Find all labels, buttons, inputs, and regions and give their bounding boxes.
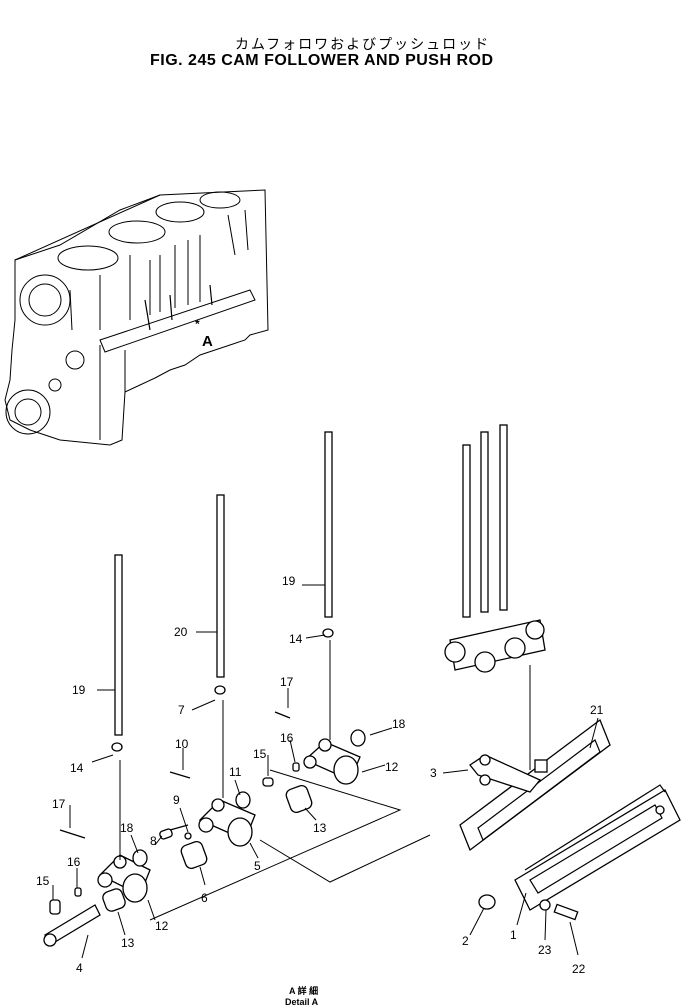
callout-3: 3 [430, 766, 437, 780]
detail-caption-en: Detail A [285, 997, 319, 1007]
callout-4: 4 [76, 961, 83, 975]
callout-18-left: 18 [120, 821, 134, 835]
bolt-22 [553, 903, 579, 921]
callout-12-right: 12 [385, 760, 399, 774]
washer-23 [539, 899, 551, 911]
callout-20: 20 [174, 625, 188, 639]
breather-pipe [469, 754, 542, 793]
detail-caption-jp: A 詳 細 [289, 985, 318, 996]
callout-17-right: 17 [280, 675, 294, 689]
push-rod-assembled-1 [462, 444, 471, 618]
callout-16-right: 16 [280, 731, 294, 745]
engine-block-illustration: * A [4, 189, 269, 446]
side-cover [514, 784, 681, 911]
push-rod-right [324, 431, 333, 618]
callout-9: 9 [173, 793, 180, 807]
callout-14-left: 14 [70, 761, 84, 775]
callout-1: 1 [510, 928, 517, 942]
callout-labels: 19 20 19 14 7 14 17 17 10 16 16 15 15 18… [36, 574, 604, 976]
callout-14-right: 14 [289, 632, 303, 646]
leader-lines [52, 584, 599, 959]
push-rod-assembled-2 [480, 431, 489, 613]
callout-19-left: 19 [72, 683, 86, 697]
follower-center [159, 685, 274, 869]
callout-11: 11 [229, 765, 242, 779]
push-rod-left [114, 554, 123, 736]
callout-21: 21 [590, 703, 604, 717]
callout-22: 22 [572, 962, 586, 976]
detail-marker-a: A [202, 333, 213, 350]
callout-18-right: 18 [392, 717, 406, 731]
callout-7: 7 [178, 703, 185, 717]
callout-12-left: 12 [155, 919, 169, 933]
callout-15-right: 15 [253, 747, 267, 761]
plug-2 [478, 894, 496, 910]
title-japanese: カムフォロワおよびプッシュロッド [235, 37, 491, 53]
push-rod-center [216, 494, 225, 678]
figure-title: FIG. 245 CAM FOLLOWER AND PUSH ROD [150, 52, 494, 69]
callout-23: 23 [538, 943, 552, 957]
callout-19-right: 19 [282, 574, 296, 588]
assembled-follower-unit [444, 619, 546, 770]
follower-right [274, 628, 366, 813]
callout-17-left: 17 [52, 797, 66, 811]
callout-16-left: 16 [67, 855, 81, 869]
callout-15-left: 15 [36, 874, 50, 888]
callout-5: 5 [254, 859, 261, 873]
callout-8: 8 [150, 834, 157, 848]
push-rods [114, 424, 508, 736]
follower-left [43, 742, 151, 947]
callout-13-right: 13 [313, 821, 327, 835]
callout-6: 6 [201, 891, 208, 905]
callout-10: 10 [175, 737, 189, 751]
callout-2: 2 [462, 934, 469, 948]
push-rod-assembled-3 [499, 424, 508, 611]
svg-text:*: * [195, 317, 200, 331]
callout-13-left: 13 [121, 936, 135, 950]
